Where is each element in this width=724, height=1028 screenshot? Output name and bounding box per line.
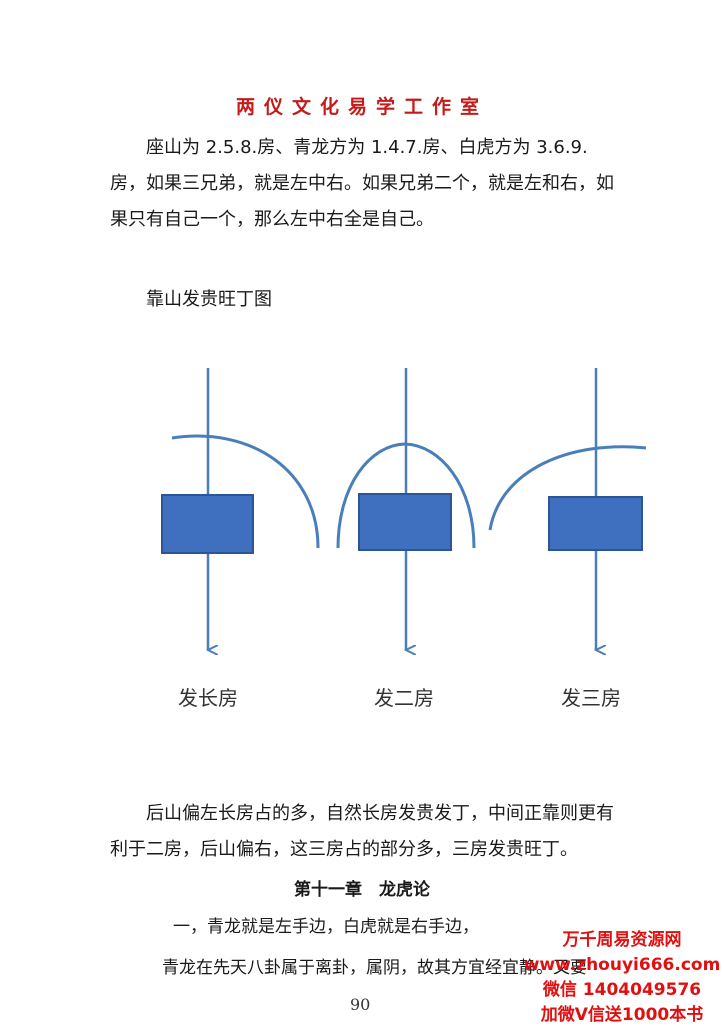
diagram-unit-second: 发二房 — [336, 368, 476, 710]
paragraph-intro: 座山为 2.5.8.房、青龙方为 1.4.7.房、白虎方为 3.6.9.房，如果… — [110, 137, 614, 230]
chapter-title: 第十一章 龙虎论 — [294, 880, 430, 900]
label-third: 发三房 — [561, 686, 621, 710]
diagram-unit-eldest: 发长房 — [161, 368, 320, 710]
paragraph-qinglong: 青龙在先天八卦属于离卦，属阴，故其方宜经宜静。又要 — [162, 958, 587, 978]
watermark-line-3: 微信 1404049576 — [542, 980, 702, 1000]
watermark-line-2: www.zhouyi666.com — [523, 955, 721, 975]
page-header-title: 两仪文化易学工作室 — [235, 96, 488, 118]
mountain-arc-left — [171, 434, 320, 549]
house-diagram: 发长房 发二房 发三房 — [161, 368, 647, 710]
label-second: 发二房 — [374, 686, 434, 710]
house-box — [358, 493, 452, 551]
label-eldest: 发长房 — [178, 686, 238, 710]
page-number: 90 — [350, 995, 371, 1014]
paragraph-explanation: 后山偏左长房占的多，自然长房发贵发丁，中间正靠则更有利于二房，后山偏右，这三房占… — [110, 803, 614, 860]
house-box — [548, 496, 643, 551]
diagram-unit-third: 发三房 — [488, 368, 647, 710]
watermark-line-4: 加微V信送1000本书 — [540, 1005, 704, 1025]
mountain-arc-right — [488, 445, 647, 531]
house-box — [161, 494, 254, 554]
paragraph-dragon-tiger: 一，青龙就是左手边，白虎就是右手边， — [173, 917, 479, 937]
watermark-line-1: 万千周易资源网 — [562, 930, 682, 950]
diagram-caption: 靠山发贵旺丁图 — [146, 289, 272, 310]
watermark: 万千周易资源网 www.zhouyi666.com 微信 1404049576 … — [520, 928, 724, 1028]
